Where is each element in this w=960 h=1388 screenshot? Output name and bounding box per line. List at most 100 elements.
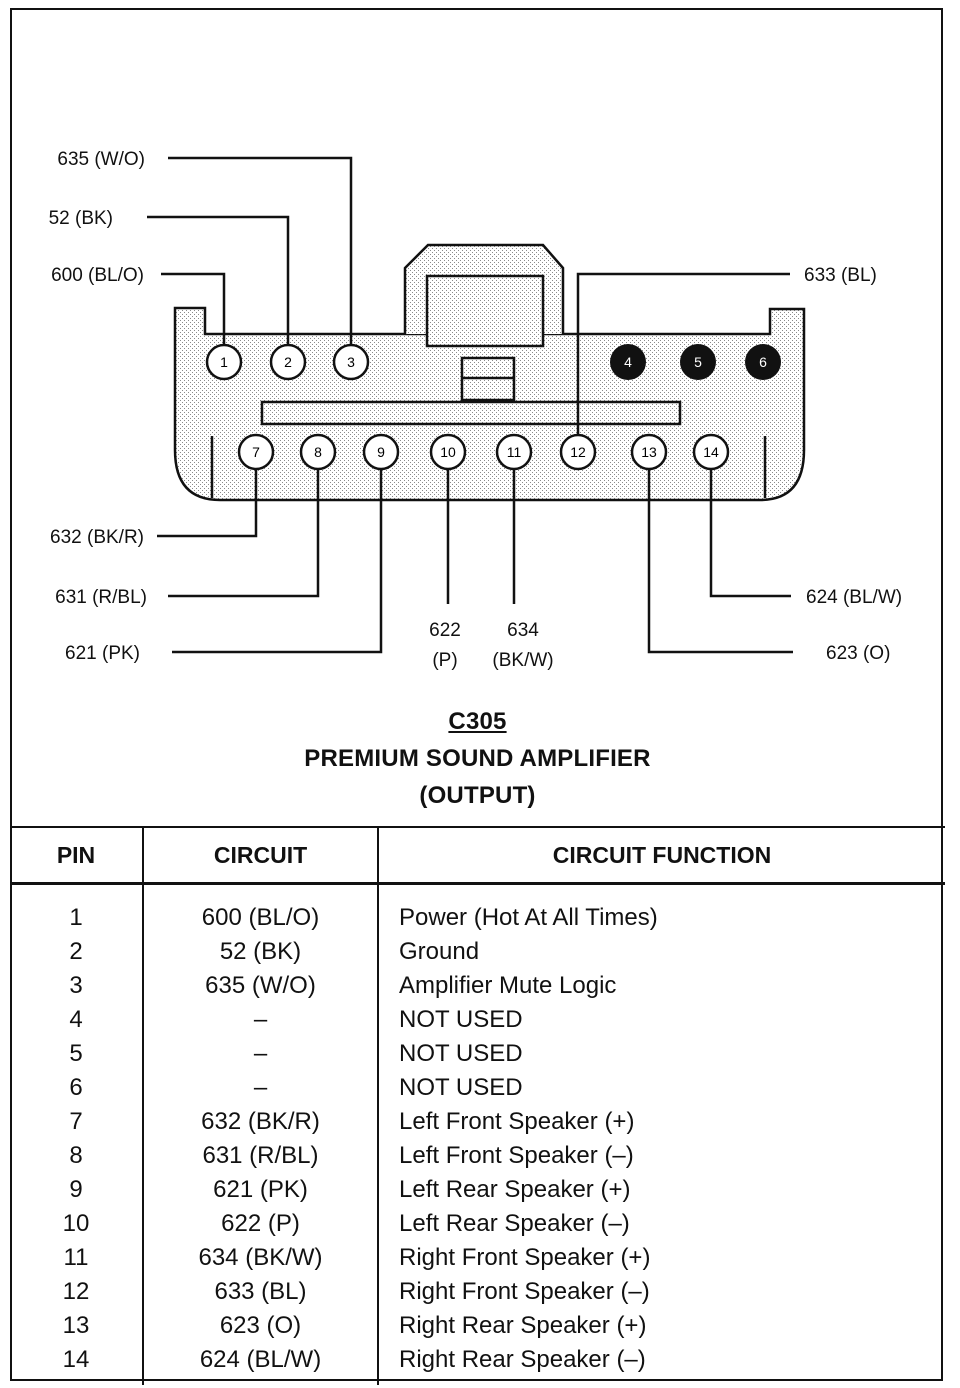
wire-label-pin14: 624 (BL/W) xyxy=(806,587,902,608)
cell-pin: 2 xyxy=(10,935,144,969)
pin-2: 2 xyxy=(269,343,307,381)
pin-label: 9 xyxy=(377,444,385,460)
table-row: 7 632 (BK/R) Left Front Speaker (+) xyxy=(10,1105,945,1139)
cell-pin: 11 xyxy=(10,1241,144,1275)
table-row: 3 635 (W/O) Amplifier Mute Logic xyxy=(10,969,945,1003)
cell-pin: 8 xyxy=(10,1139,144,1173)
table-row: 2 52 (BK) Ground xyxy=(10,935,945,969)
table-row: 6 – NOT USED xyxy=(10,1071,945,1105)
cell-pin: 4 xyxy=(10,1003,144,1037)
cell-function: Left Front Speaker (+) xyxy=(399,1108,635,1135)
pin-9: 9 xyxy=(362,433,400,471)
cell-function: Power (Hot At All Times) xyxy=(399,904,658,931)
pin-7: 7 xyxy=(237,433,275,471)
wire-label-pin11-color: (BK/W) xyxy=(492,650,553,671)
header-pin: PIN xyxy=(10,826,144,885)
wire-pin3 xyxy=(168,156,353,345)
pin-label: 1 xyxy=(220,354,228,370)
cell-pin: 6 xyxy=(10,1071,144,1105)
pin-label: 4 xyxy=(624,354,632,370)
header-circuit: CIRCUIT xyxy=(143,826,379,885)
cell-pin: 5 xyxy=(10,1037,144,1071)
table-row: 11 634 (BK/W) Right Front Speaker (+) xyxy=(10,1241,945,1275)
wire-pin9 xyxy=(172,468,383,654)
pin-label: 7 xyxy=(252,444,260,460)
table-row: 8 631 (R/BL) Left Front Speaker (–) xyxy=(10,1139,945,1173)
wire-label-pin10-color: (P) xyxy=(432,650,457,671)
table-header-row: PIN CIRCUIT CIRCUIT FUNCTION xyxy=(10,826,945,885)
cell-circuit: 621 (PK) xyxy=(143,1173,379,1207)
cell-pin: 1 xyxy=(10,883,144,935)
connector-subtitle: (OUTPUT) xyxy=(419,782,536,809)
cell-circuit: 635 (W/O) xyxy=(143,969,379,1003)
connector-diagram: 1 2 3 4 5 6 7 8 9 10 11 12 xyxy=(49,149,903,671)
pin-6: 6 xyxy=(745,344,781,380)
connector-name: PREMIUM SOUND AMPLIFIER xyxy=(304,745,651,772)
table-row: 14 624 (BL/W) Right Rear Speaker (–) xyxy=(10,1343,945,1385)
cell-pin: 14 xyxy=(10,1343,144,1385)
table-row: 10 622 (P) Left Rear Speaker (–) xyxy=(10,1207,945,1241)
wire-label-pin7: 632 (BK/R) xyxy=(50,527,144,548)
cell-circuit: 624 (BL/W) xyxy=(143,1343,379,1385)
pin-label: 10 xyxy=(440,444,456,460)
pin-label: 5 xyxy=(694,354,702,370)
cell-function: Left Rear Speaker (+) xyxy=(399,1176,631,1203)
wire-label-pin9: 621 (PK) xyxy=(65,643,140,664)
cell-pin: 9 xyxy=(10,1173,144,1207)
wire-pin14 xyxy=(709,468,791,598)
pin-label: 8 xyxy=(314,444,322,460)
wire-label-pin11-number: 634 xyxy=(507,620,539,641)
pin-8: 8 xyxy=(299,433,337,471)
cell-pin: 10 xyxy=(10,1207,144,1241)
pin-1: 1 xyxy=(205,343,243,381)
wire-label-pin3: 635 (W/O) xyxy=(57,149,145,170)
cell-function: NOT USED xyxy=(399,1040,523,1067)
pin-11: 11 xyxy=(495,433,533,471)
wire-label-pin10-number: 622 xyxy=(429,620,461,641)
pin-13: 13 xyxy=(630,433,668,471)
cell-function: Right Rear Speaker (+) xyxy=(399,1312,647,1339)
diagram-frame xyxy=(10,8,943,1381)
connector-id: C305 xyxy=(448,708,507,735)
wire-label-pin1: 600 (BL/O) xyxy=(51,265,144,286)
table-row: 5 – NOT USED xyxy=(10,1037,945,1071)
cell-circuit: 52 (BK) xyxy=(143,935,379,969)
pin-14: 14 xyxy=(692,433,730,471)
pin-label: 14 xyxy=(703,444,719,460)
cell-function: Right Front Speaker (+) xyxy=(399,1244,651,1271)
cell-circuit: – xyxy=(143,1071,379,1105)
table-row: 4 – NOT USED xyxy=(10,1003,945,1037)
header-circuit-function: CIRCUIT FUNCTION xyxy=(378,826,945,885)
cell-function: NOT USED xyxy=(399,1074,523,1101)
cell-circuit: 622 (P) xyxy=(143,1207,379,1241)
pin-4: 4 xyxy=(610,344,646,380)
cell-function: NOT USED xyxy=(399,1006,523,1033)
pin-10: 10 xyxy=(429,433,467,471)
wire-label-pin13: 623 (O) xyxy=(826,643,890,664)
cell-function: Left Rear Speaker (–) xyxy=(399,1210,630,1237)
cell-pin: 12 xyxy=(10,1275,144,1309)
table-row: 9 621 (PK) Left Rear Speaker (+) xyxy=(10,1173,945,1207)
pin-label: 13 xyxy=(641,444,657,460)
pin-label: 3 xyxy=(347,354,355,370)
cell-circuit: 633 (BL) xyxy=(143,1275,379,1309)
pin-label: 12 xyxy=(570,444,586,460)
pin-3: 3 xyxy=(332,343,370,381)
wire-label-pin2: 52 (BK) xyxy=(49,208,113,229)
cell-function: Left Front Speaker (–) xyxy=(399,1142,634,1169)
cell-circuit: – xyxy=(143,1037,379,1071)
cell-pin: 7 xyxy=(10,1105,144,1139)
pin-circuit-table: PIN CIRCUIT CIRCUIT FUNCTION 1 600 (BL/O… xyxy=(10,826,945,1385)
wires xyxy=(147,156,793,654)
cell-pin: 13 xyxy=(10,1309,144,1343)
pin-label: 11 xyxy=(507,444,522,460)
wire-label-pin12: 633 (BL) xyxy=(804,265,877,286)
cell-circuit: 600 (BL/O) xyxy=(143,883,379,935)
pin-label: 2 xyxy=(284,354,292,370)
wire-pin7 xyxy=(157,468,258,538)
cell-circuit: 634 (BK/W) xyxy=(143,1241,379,1275)
wire-pin1 xyxy=(161,272,226,345)
pin-label: 6 xyxy=(759,354,767,370)
wire-pin13 xyxy=(647,468,793,654)
cell-function: Right Rear Speaker (–) xyxy=(399,1346,646,1373)
